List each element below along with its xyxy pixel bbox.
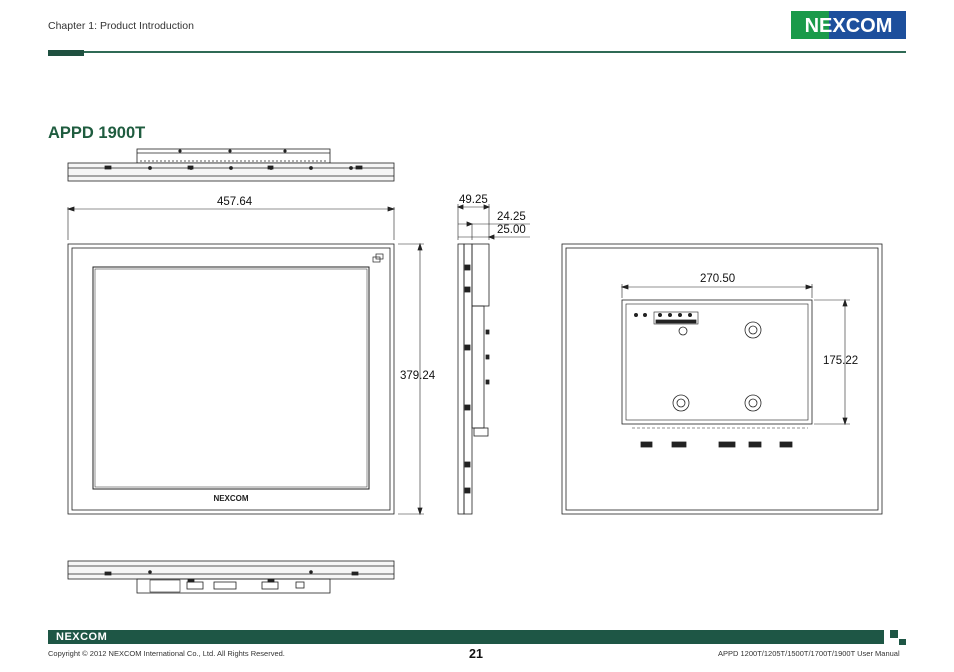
page-title: APPD 1900T: [48, 124, 146, 142]
front-view: [66, 206, 424, 516]
logo-text: NEXCOM: [805, 15, 893, 37]
top-view: [67, 148, 395, 182]
footer-square-icon: [899, 639, 906, 645]
copyright-text: Copyright © 2012 NEXCOM International Co…: [48, 649, 285, 658]
dim-side-depth: 49.25: [459, 194, 488, 206]
bezel-logo: NEXCOM: [213, 494, 248, 503]
dim-side-inner-b: 25.00: [497, 224, 526, 236]
footer-bar: [48, 630, 884, 644]
header-rule-accent: [48, 50, 84, 56]
manual-title: APPD 1200T/1205T/1500T/1700T/1900T User …: [718, 649, 900, 658]
dim-rear-height: 175.22: [823, 355, 859, 367]
side-view: [456, 204, 530, 515]
page-number: 21: [469, 647, 483, 661]
rear-view: [561, 243, 883, 515]
nexcom-logo: NEXCOM: [791, 11, 906, 39]
bottom-view: [67, 560, 395, 594]
dim-front-width: 457.64: [217, 196, 253, 208]
dim-rear-width: 270.50: [700, 273, 736, 285]
chapter-heading: Chapter 1: Product Introduction: [48, 20, 194, 32]
header-rule: [84, 51, 906, 53]
dim-front-height: 379.24: [400, 370, 436, 382]
dim-side-inner-a: 24.25: [497, 211, 526, 223]
footer-logo: NEXCOM: [56, 631, 108, 643]
footer-square-icon: [890, 630, 898, 638]
